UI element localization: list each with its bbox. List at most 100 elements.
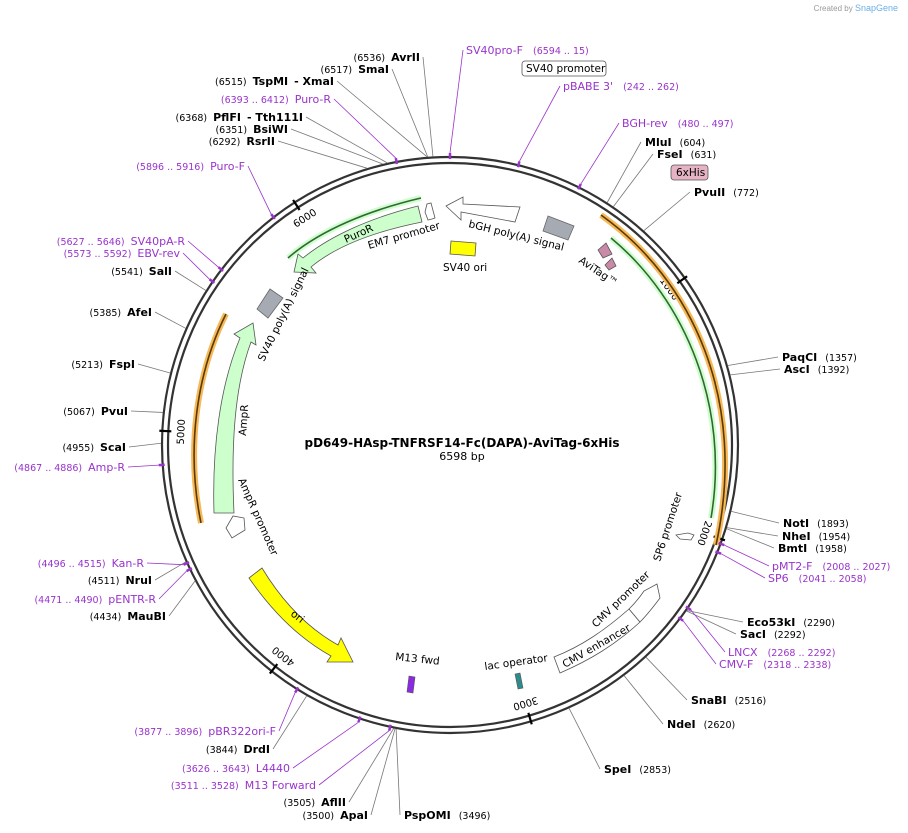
primer-leader [449,49,464,154]
enzyme-site: (1392) [818,365,850,376]
enzyme-leader [726,528,775,549]
primer-name: LNCX [728,646,758,659]
primer-mark [394,157,399,165]
enzyme-name: PvuI [101,405,128,418]
enzyme-name: PaqCI [782,351,817,364]
tick-mark [292,199,301,211]
enzyme-site: (5213) [71,360,103,371]
enzyme-leader [726,527,779,537]
enzyme-label: SacI (2292) [740,628,806,641]
primer-name: EBV-rev [137,247,180,260]
enzyme-leader [128,442,162,448]
primer-leader [690,609,726,653]
sp6-promoter-label: SP6 promoter [651,490,685,563]
primer-leader [720,553,766,579]
enzyme-site: (4434) [90,612,122,623]
ampr-promoter-arrow [225,515,246,539]
enzyme-leader [154,561,186,581]
primer-name: pBABE 3' [563,80,613,93]
primer-leader [318,730,390,786]
enzyme-site: (5385) [90,308,122,319]
snapgene-credit: Created by SnapGene [814,3,898,13]
primer-leader [182,252,210,280]
enzyme-leader [568,708,601,770]
enzyme-site: (1893) [817,519,849,530]
enzyme-label: MluI(604) [645,136,705,149]
enzyme-leader [305,116,388,164]
enzyme-leader [730,368,781,376]
primer-name: M13 Forward [245,779,316,792]
primer-mark [577,183,582,190]
primer-mark [516,161,521,168]
enzyme-name: FseI [657,148,683,161]
primer-mark [714,550,722,555]
enzyme-site: (5067) [63,407,95,418]
primer-name: L4440 [256,762,290,775]
enzyme-leader [686,610,744,623]
primer-name: pBR322ori-F [208,725,276,738]
primer-mark [677,616,684,622]
enzyme-label: (5213) FspI [71,358,135,371]
enzyme-name: NdeI [667,718,696,731]
primer-name: Amp-R [88,461,125,474]
enzyme-name: SacI [740,628,766,641]
enzyme-label: (6517)SmaI [321,63,390,76]
enzyme-name: PvuII [694,186,725,199]
sp6-promoter-arrow [675,532,695,541]
enzyme-site: (4955) [62,443,94,454]
primer-range: (2041 .. 2058) [799,574,867,585]
primer-label: pMT2-F(2008 .. 2027) [772,560,890,573]
enzyme-leader [727,356,779,366]
bgh-polya-block [542,215,575,241]
enzyme-label: (6351)BsiWI [215,123,288,136]
enzyme-label: Eco53kI(2290) [747,616,835,629]
ori-arrow [248,567,354,663]
leader-lines [127,49,781,816]
primer-mark [294,686,300,694]
tick-label: 3000 [512,694,540,712]
primer-range: (6594 .. 15) [533,46,589,57]
enzyme-leader [137,363,171,374]
primer-label: (3877 .. 3896) pBR322ori-F [134,725,276,738]
primer-name: BGH-rev [622,117,668,130]
primer-label: (5573 .. 5592)EBV-rev [64,247,181,260]
enzyme-name: ScaI [100,441,126,454]
primer-range: (2318 .. 2338) [763,660,831,671]
tick-label: 2000 [694,519,713,547]
snapgene-logo: SnapGene [854,3,898,13]
primer-range: (4867 .. 4886) [14,463,82,474]
primer-leader [724,544,770,567]
em7-promoter-arrow [424,202,436,221]
enzyme-name: SalI [149,265,172,278]
primer-name: SP6 [768,572,789,585]
enzyme-site: (2292) [774,630,806,641]
enzyme-site: (6351) [215,125,247,136]
primer-range: (3877 .. 3896) [134,727,202,738]
primer-leader [146,562,184,566]
enzyme-name: FspI [109,358,135,371]
tick-mark [676,275,688,285]
fc-cds-arc-line [610,237,717,519]
enzyme-name: AvrII [391,51,420,64]
enzyme-leader [731,511,780,524]
tick-label: 6000 [292,207,319,230]
sv40-polya-block [256,288,284,319]
primer-label: BGH-rev(480 .. 497) [622,117,733,130]
credit-prefix: Created by [813,4,853,13]
enzyme-leader [643,191,691,231]
enzyme-site: (1954) [819,532,851,543]
enzyme-name: NruI [125,574,152,587]
primer-name: pMT2-F [772,560,813,573]
enzyme-site: (6536) [354,53,386,64]
primer-range: (4471 .. 4490) [34,595,102,606]
orf-arc-left-line [193,313,227,524]
enzyme-label: NdeI(2620) [667,718,735,731]
enzyme-site: (1958) [815,544,847,555]
enzyme-label: (3844)DrdI [206,743,270,756]
bgh-polya-arrow [445,196,521,223]
enzyme-leader [174,270,207,291]
m13-fwd-block [406,675,416,694]
primer-leader [278,692,296,732]
primer-range: (2268 .. 2292) [768,648,836,659]
primer-leader [187,240,219,268]
